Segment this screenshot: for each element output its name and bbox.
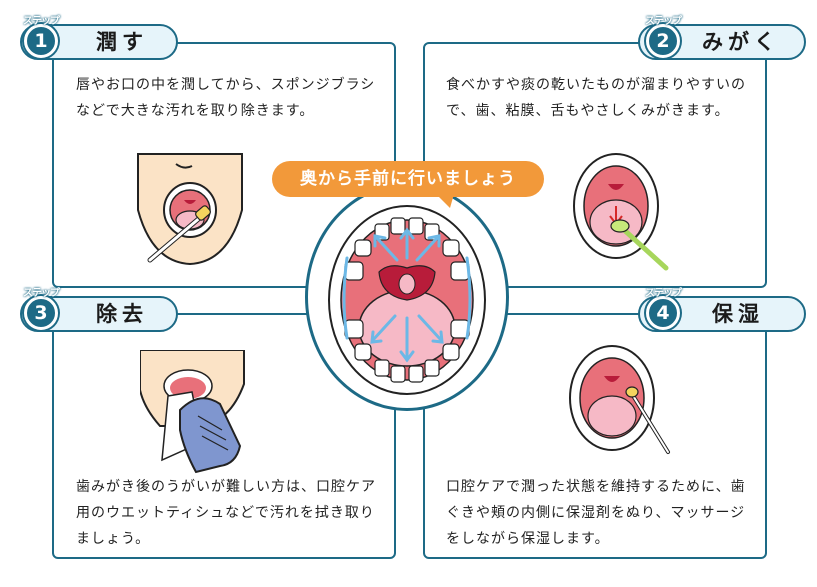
step-2-number: 2 <box>656 30 670 52</box>
bubble-tail <box>436 194 454 208</box>
step-3-badge-word: ステップ <box>23 288 60 299</box>
step-1-badge-circle <box>24 24 58 58</box>
step-4-badge: ステップ 4 <box>636 282 690 336</box>
mouth-diagram <box>328 205 486 395</box>
step-1-text: 唇やお口の中を潤してから、スポンジブラシなどで大きな汚れを取り除きます。 <box>76 77 376 119</box>
step-4-number: 4 <box>656 302 670 324</box>
step-4-badge-circle <box>646 296 680 330</box>
step-4-text: 口腔ケアで潤った状態を維持するために、歯ぐきや頬の内側に保湿剤をぬり、マッサージ… <box>446 479 746 547</box>
wet-tissue-illustration <box>140 350 245 474</box>
step-2-badge: ステップ 2 <box>636 10 690 64</box>
tongue-brushing-illustration <box>573 153 669 271</box>
brushing-direction-arrows <box>342 227 472 363</box>
step-3-text: 歯みがき後のうがいが難しい方は、口腔ケア用のウエットティシュなどで汚れを拭き取り… <box>76 479 376 547</box>
step-1-badge-word: ステップ <box>23 16 60 27</box>
step-3-badge-circle <box>24 296 58 330</box>
step-2-text: 食べかすや痰の乾いたものが溜まりやすいので、歯、粘膜、舌もやさしくみがきます。 <box>446 77 746 119</box>
sponge-brush-illustration <box>137 153 243 266</box>
step-2-badge-word: ステップ <box>645 16 682 27</box>
step-4-badge-word: ステップ <box>645 288 682 299</box>
center-instruction-bubble: 奥から手前に行いましょう <box>272 161 544 197</box>
step-2-badge-circle <box>646 24 680 58</box>
step-3-badge: ステップ 3 <box>14 282 68 336</box>
step-1-badge: ステップ 1 <box>14 10 68 64</box>
step-3-number: 3 <box>34 302 48 324</box>
step-1-number: 1 <box>34 30 48 52</box>
moisturizing-illustration <box>569 345 670 454</box>
